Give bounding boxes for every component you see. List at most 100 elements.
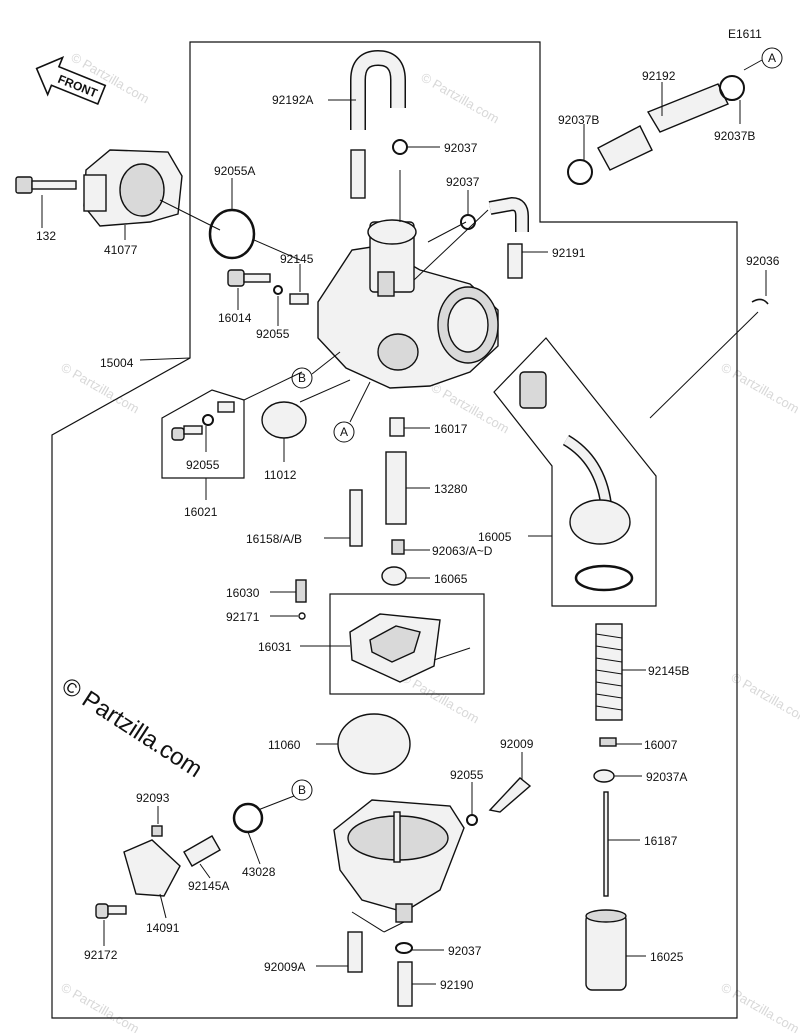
clip-92037-icon bbox=[395, 942, 413, 954]
watermark: © Partzilla.com bbox=[719, 360, 800, 417]
label-16021[interactable]: 16021 bbox=[184, 505, 218, 519]
jet-needle-16158-icon bbox=[349, 489, 363, 547]
label-92172[interactable]: 92172 bbox=[84, 948, 118, 962]
assembly-frame bbox=[51, 41, 738, 1019]
float-valve-16030-icon bbox=[295, 579, 307, 603]
label-92036[interactable]: 92036 bbox=[746, 254, 780, 268]
gasket-icon bbox=[574, 564, 634, 592]
spring-92145-icon bbox=[289, 293, 309, 305]
watermark: © Partzilla.com bbox=[59, 980, 142, 1033]
front-arrow-icon: FRONT bbox=[35, 55, 107, 106]
label-92055-a[interactable]: 92055 bbox=[256, 327, 290, 341]
label-16030[interactable]: 16030 bbox=[226, 586, 260, 600]
tube-92192a-icon bbox=[350, 49, 406, 199]
label-92190[interactable]: 92190 bbox=[440, 978, 474, 992]
label-92145[interactable]: 92145 bbox=[280, 252, 314, 266]
label-92037-mid[interactable]: 92037 bbox=[446, 175, 480, 189]
callout-a: A bbox=[333, 421, 355, 443]
label-11060[interactable]: 11060 bbox=[268, 738, 301, 752]
screw-16021-icon bbox=[171, 425, 203, 441]
choke-nut-16005-icon bbox=[569, 499, 631, 545]
label-16031[interactable]: 16031 bbox=[258, 640, 292, 654]
label-92171[interactable]: 92171 bbox=[226, 610, 260, 624]
tube-92192-icon bbox=[597, 83, 729, 171]
o-ring-92055-icon bbox=[273, 285, 283, 295]
label-92037a[interactable]: 92037A bbox=[646, 770, 687, 784]
needle-92009-icon bbox=[488, 777, 532, 813]
watermark: © Partzilla.com bbox=[419, 70, 502, 127]
copyright-text: © Partzilla.com bbox=[57, 672, 207, 783]
group-16005-box bbox=[493, 337, 657, 607]
label-92055a[interactable]: 92055A bbox=[214, 164, 255, 178]
label-16007[interactable]: 16007 bbox=[644, 738, 678, 752]
choke-cap-icon bbox=[519, 371, 547, 409]
label-92192a[interactable]: 92192A bbox=[272, 93, 313, 107]
screw-92009a-icon bbox=[347, 931, 363, 973]
label-92055-c[interactable]: 92055 bbox=[450, 768, 484, 782]
callout-b-label: B bbox=[298, 371, 306, 385]
label-43028[interactable]: 43028 bbox=[242, 865, 276, 879]
label-92093[interactable]: 92093 bbox=[136, 791, 170, 805]
callout-a-label: A bbox=[340, 425, 348, 439]
label-92055-b[interactable]: 92055 bbox=[186, 458, 220, 472]
label-13280[interactable]: 13280 bbox=[434, 482, 468, 496]
clip-16007-icon bbox=[599, 737, 617, 747]
label-92009[interactable]: 92009 bbox=[500, 737, 534, 751]
needle-16187-icon bbox=[603, 791, 609, 897]
label-15004[interactable]: 15004 bbox=[100, 356, 134, 370]
label-132[interactable]: 132 bbox=[36, 229, 56, 243]
watermark: © Partzilla.com bbox=[729, 670, 800, 727]
washer-92093-icon bbox=[151, 825, 163, 837]
label-14091[interactable]: 14091 bbox=[146, 921, 180, 935]
clip-92037b-icon bbox=[719, 75, 745, 101]
carburetor-body-15004-icon bbox=[317, 219, 499, 389]
callout-a-top: A bbox=[761, 47, 783, 69]
watermark: © Partzilla.com bbox=[719, 980, 800, 1033]
clip-92037-icon bbox=[460, 214, 476, 230]
jet-16017-icon bbox=[389, 417, 405, 437]
label-41077[interactable]: 41077 bbox=[104, 243, 138, 257]
part-labels: 132 41077 92055A 92192A 92037 92037 9219… bbox=[36, 69, 780, 992]
seat-92037a-icon bbox=[593, 769, 615, 783]
throttle-valve-16025-icon bbox=[585, 913, 627, 991]
insulator-41077-icon bbox=[83, 149, 183, 227]
label-92037-top[interactable]: 92037 bbox=[444, 141, 478, 155]
label-16158[interactable]: 16158/A/B bbox=[246, 532, 302, 546]
label-92192[interactable]: 92192 bbox=[642, 69, 676, 83]
main-jet-92063-icon bbox=[391, 539, 405, 555]
o-ring-92055a-icon bbox=[208, 208, 256, 260]
holder-16065-icon bbox=[381, 566, 407, 586]
label-16065[interactable]: 16065 bbox=[434, 572, 468, 586]
label-92145b[interactable]: 92145B bbox=[648, 664, 689, 678]
cap-11012-icon bbox=[261, 401, 307, 439]
callout-a-label: A bbox=[768, 51, 776, 65]
spring-icon bbox=[217, 401, 235, 413]
label-92037-bot[interactable]: 92037 bbox=[448, 944, 482, 958]
label-11012[interactable]: 11012 bbox=[264, 468, 297, 482]
screw-16014-icon bbox=[227, 269, 271, 287]
o-ring-92055-icon bbox=[466, 814, 478, 826]
label-92145a[interactable]: 92145A bbox=[188, 879, 229, 893]
tube-92190-icon bbox=[397, 961, 413, 1007]
label-16187[interactable]: 16187 bbox=[644, 834, 678, 848]
clip-92171-icon bbox=[298, 612, 306, 620]
callout-b-label: B bbox=[298, 783, 306, 797]
callout-b: B bbox=[291, 367, 313, 389]
group-16031-box bbox=[329, 593, 485, 695]
label-92063[interactable]: 92063/A~D bbox=[432, 544, 493, 558]
label-16014[interactable]: 16014 bbox=[218, 311, 252, 325]
watermark: © Partzilla.com bbox=[399, 670, 482, 727]
tube-92191-icon bbox=[488, 196, 529, 279]
o-ring-92055-icon bbox=[202, 414, 214, 426]
label-92037b-right[interactable]: 92037B bbox=[714, 129, 755, 143]
label-92191[interactable]: 92191 bbox=[552, 246, 586, 260]
clip-92037-icon bbox=[392, 139, 408, 155]
label-16017[interactable]: 16017 bbox=[434, 422, 468, 436]
label-92009a[interactable]: 92009A bbox=[264, 960, 305, 974]
washer-43028-icon bbox=[232, 802, 264, 834]
label-16005[interactable]: 16005 bbox=[478, 530, 512, 544]
label-92037b-left[interactable]: 92037B bbox=[558, 113, 599, 127]
label-16025[interactable]: 16025 bbox=[650, 950, 684, 964]
